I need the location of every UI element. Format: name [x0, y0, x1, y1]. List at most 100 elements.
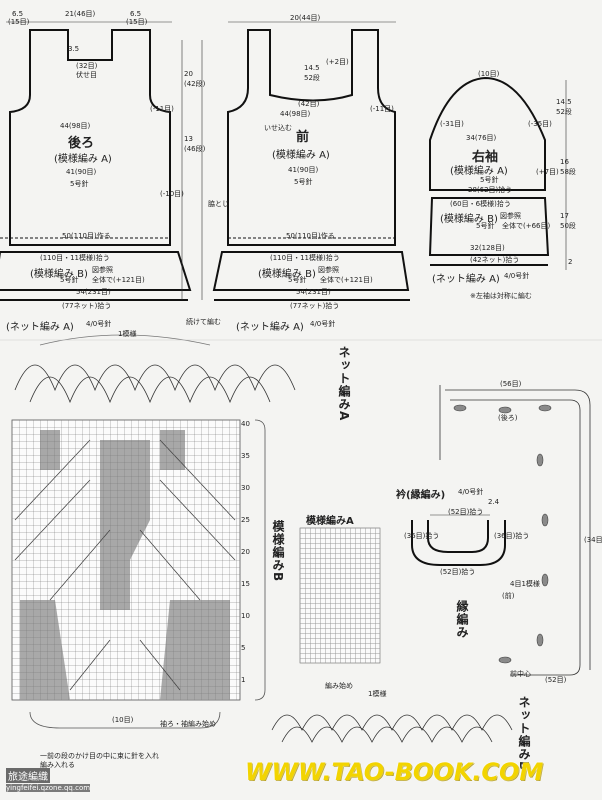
- back-net-label: (ネット編み A): [6, 322, 74, 333]
- sleeve-stitch: 28(62目)拾う: [468, 186, 513, 194]
- row-num: 40: [241, 420, 250, 428]
- footer-url: yingfeifei.qzone.qq.com: [6, 784, 91, 792]
- watermark: WWW.TAO-BOOK.COM: [245, 758, 544, 786]
- edging-center: 前中心: [510, 670, 531, 678]
- back-dec-note: (-10目): [160, 190, 184, 198]
- net-a-one-pattern: 1模様: [118, 330, 137, 338]
- back-armhole-cm: 20: [184, 70, 193, 78]
- collar-left-pick: (36目)拾う: [404, 532, 440, 540]
- back-net-pick: (77ネット)拾う: [62, 302, 112, 310]
- pattern-b-sleeve-start: 袖ろ・袖編み始め: [160, 720, 216, 728]
- sleeve-outline: [429, 76, 546, 191]
- front-top-mid: 20(44目): [290, 14, 321, 22]
- sleeve-inc: (+7目): [536, 168, 559, 176]
- collar-top-pick: (52目)拾う: [448, 508, 484, 516]
- front-insert: いせ込む: [264, 124, 292, 132]
- row-num: 1: [241, 676, 246, 684]
- front-net-label: (ネット編み A): [236, 322, 304, 333]
- collar-right-pick: (36目)拾う: [494, 532, 530, 540]
- sleeve-dec-left: (-31目): [440, 120, 464, 128]
- front-total: 全体で(+121目): [320, 276, 373, 284]
- back-body-len: 13: [184, 135, 193, 143]
- front-needle-b: 5号針: [288, 276, 307, 284]
- front-chart-ref: 図参照: [318, 266, 339, 274]
- front-stitches: 41(90目): [288, 166, 319, 174]
- row-num: 5: [241, 644, 246, 652]
- back-total: 全体で(+121目): [92, 276, 145, 284]
- back-width: 44(98目): [60, 122, 91, 130]
- net-pattern-a-arches: [14, 334, 296, 404]
- sleeve-len-rows: 58段: [560, 168, 576, 176]
- back-top-mid: 21(46目): [65, 10, 96, 18]
- collar-title: 衿(縁編み): [396, 490, 446, 501]
- sleeve-cuff-rows: 50段: [560, 222, 576, 230]
- collar-bottom-pick: (52目)拾う: [440, 568, 476, 576]
- front-dec: (-11目): [370, 105, 394, 113]
- pattern-b-title: 模様編みB: [271, 520, 285, 583]
- sleeve-needle-b: 5号針: [476, 222, 495, 230]
- row-num: 10: [241, 612, 250, 620]
- back-pick-up: (110目・11模様)拾う: [40, 254, 110, 262]
- row-num: 35: [241, 452, 250, 460]
- back-skirt-outline: [0, 251, 192, 291]
- sleeve-net-label: (ネット編み A): [432, 274, 500, 285]
- back-top-left-cm: 6.5: [12, 10, 24, 18]
- back-piece-outline: [9, 29, 171, 246]
- sleeve-pattern-a: (模様編み A): [450, 166, 508, 177]
- pattern-a-grid-cells: [300, 528, 380, 663]
- sleeve-total: 全体で(+66目): [502, 222, 551, 230]
- front-neck-st: (42目): [298, 100, 320, 108]
- sleeve-cuff-outline: [428, 197, 550, 256]
- sleeve-len: 16: [560, 158, 569, 166]
- sleeve-bottom: 32(128目): [470, 244, 505, 252]
- sleeve-net-pick: (42ネット)拾う: [470, 256, 520, 264]
- sleeve-dec-right: (-35目): [528, 120, 552, 128]
- back-side-dec: (-11目): [150, 105, 174, 113]
- net-pattern-b-arches: [271, 714, 513, 743]
- back-armhole-rows: (42段): [184, 80, 206, 88]
- front-side-join: 脇とじ: [208, 200, 229, 208]
- front-skirt-outline: [212, 251, 410, 291]
- pattern-a-start: 編み始め: [325, 682, 353, 690]
- sleeve-pattern-b: (模様編み B): [440, 214, 498, 225]
- edging-side-count: (34目): [584, 536, 602, 544]
- front-neck-h: 14.5: [304, 64, 320, 72]
- back-cast-on: 50(110目)作る: [62, 232, 111, 240]
- back-top-right-st: (15目): [126, 18, 148, 26]
- sleeve-cuff: 17: [560, 212, 569, 220]
- row-num: 30: [241, 484, 250, 492]
- back-bind-off: 伏せ目: [76, 71, 97, 79]
- row-num: 20: [241, 548, 250, 556]
- back-net-needle: 4/0号針: [86, 320, 112, 328]
- front-net-pick: (77ネット)拾う: [290, 302, 340, 310]
- back-pattern-b: (模様編み B): [30, 269, 88, 280]
- collar-gap: 2.4: [488, 498, 500, 506]
- chart-bracket: [29, 419, 266, 729]
- sleeve-net-needle: 4/0号針: [504, 272, 530, 280]
- front-title: 前: [296, 130, 310, 145]
- edging-title: 縁編み: [455, 600, 469, 639]
- back-neck-st: (32目): [76, 62, 98, 70]
- collar-outline: [411, 520, 506, 566]
- sleeve-title: 右袖: [472, 150, 499, 165]
- back-bottom: 54(231目): [76, 288, 111, 296]
- back-neck-depth: 3.5: [68, 45, 80, 53]
- back-top-left-st: (15目): [8, 18, 30, 26]
- sleeve-note: ※左袖は対称に編む: [470, 292, 532, 300]
- footer-brand: 旅途編織: [6, 768, 50, 783]
- front-pattern-b: (模様編み B): [258, 269, 316, 280]
- row-num: 15: [241, 580, 250, 588]
- net-b-one-pattern: 1模様: [368, 690, 387, 698]
- back-top-right-cm: 6.5: [130, 10, 142, 18]
- edging-leaves: [453, 404, 552, 664]
- pattern-a-title: 模様編みA: [306, 516, 354, 527]
- edging-back-label: (後ろ): [498, 414, 518, 422]
- sleeve-needle: 5号針: [480, 176, 499, 184]
- front-cast-on: 50(110目)作る: [286, 232, 335, 240]
- front-bottom: 54(231目): [296, 288, 331, 296]
- pattern-b-grid-cells: [12, 420, 240, 700]
- sleeve-cuff-b: 2: [568, 258, 573, 266]
- front-piece-outline: [227, 29, 396, 246]
- sleeve-chart-ref: 図参照: [500, 212, 521, 220]
- net-a-title: ネット編みA: [337, 346, 351, 422]
